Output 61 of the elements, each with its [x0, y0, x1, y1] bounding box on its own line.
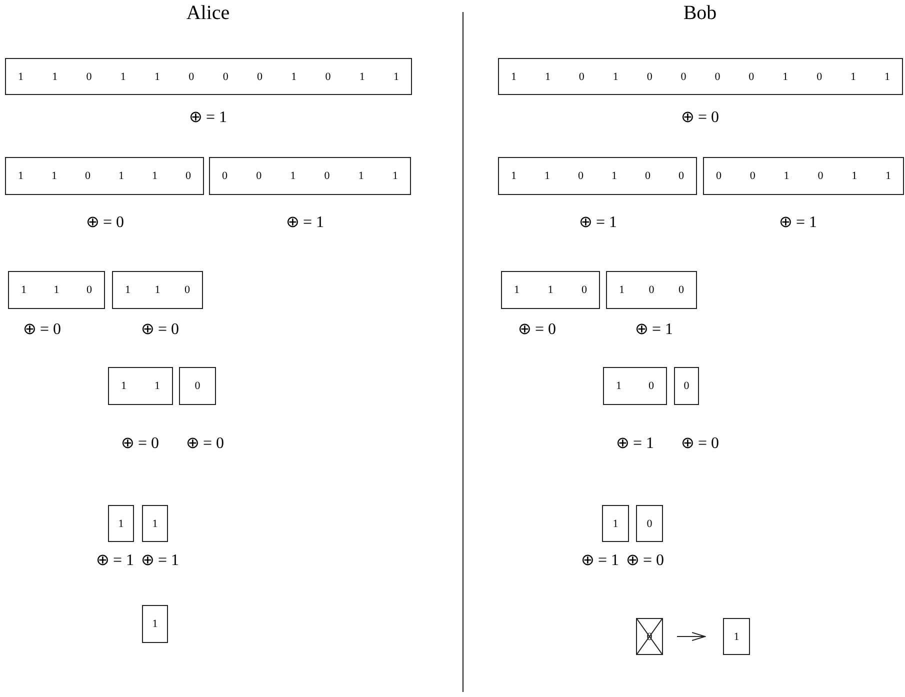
- bit-values: 0 0 1 0 1 1: [221, 170, 399, 182]
- bit-block-box: [603, 367, 667, 405]
- parity-label: ⊕ = 1: [778, 213, 818, 232]
- bit-block-box: [674, 367, 699, 405]
- bit-values: 1 1 0 1 0 0: [510, 170, 685, 182]
- bit-values: 1 1: [120, 380, 161, 392]
- bit-values: 1: [612, 518, 620, 530]
- parity-label: ⊕ = 0: [518, 320, 556, 339]
- bit-values: 1 0: [615, 380, 655, 392]
- parity-label: ⊕ = 1: [580, 551, 620, 570]
- bit-block-box: [501, 271, 600, 309]
- bit-values: 1: [151, 518, 159, 530]
- bit-values: 1 1 0: [124, 284, 191, 296]
- bit-block-box: [498, 157, 697, 195]
- parity-label: ⊕ = 1: [578, 213, 618, 232]
- party-heading: Alice: [186, 2, 230, 25]
- parity-label: ⊕ = 0: [680, 434, 720, 453]
- parity-label: ⊕ = 0: [626, 551, 664, 570]
- bit-block-box: [112, 271, 203, 309]
- parity-label: ⊕ = 0: [680, 108, 720, 127]
- bit-block-box: [703, 157, 904, 195]
- parity-label: ⊕ = 0: [140, 320, 180, 339]
- bit-block-box: [602, 505, 629, 542]
- bit-block-box: [498, 58, 903, 95]
- bit-values: 1: [732, 630, 740, 642]
- bit-values: 1 1 0 1 0 0 0 0 1 0 1 1: [510, 70, 891, 82]
- bit-block-box: [142, 605, 168, 643]
- bit-block-box: [5, 58, 412, 95]
- parity-label: ⊕ = 1: [286, 213, 324, 232]
- bit-block-box: [179, 367, 216, 405]
- bit-values: 0 0 1 0 1 1: [715, 170, 892, 182]
- bit-block-box: [142, 505, 168, 542]
- bit-values: 0: [194, 380, 202, 392]
- parity-label: ⊕ = 0: [22, 320, 62, 339]
- bit-values: 1 1 0 1 1 0 0 0 1 0 1 1: [17, 70, 400, 82]
- parity-label: ⊕ = 0: [86, 213, 124, 232]
- bit-values: 1 0 0: [618, 284, 685, 296]
- bit-block-box: [209, 157, 411, 195]
- bit-block-box: [108, 367, 173, 405]
- parity-label: ⊕ = 1: [140, 551, 180, 570]
- party-heading: Bob: [683, 2, 717, 25]
- bit-values: 1: [117, 518, 125, 530]
- bit-block-box: [8, 271, 105, 309]
- bit-values: 0: [682, 380, 690, 392]
- bit-values: 1 1 0 1 1 0: [17, 170, 192, 182]
- parity-label: ⊕ = 1: [616, 434, 654, 453]
- bit-block-box: [606, 271, 697, 309]
- bit-block-box: [636, 505, 663, 542]
- parity-label: ⊕ = 0: [120, 434, 160, 453]
- parity-label: ⊕ = 1: [188, 108, 228, 127]
- bit-block-box: [108, 505, 134, 542]
- bit-values: 1 1 0: [513, 284, 588, 296]
- arrow: [676, 632, 706, 641]
- parity-label: ⊕ = 1: [634, 320, 674, 339]
- parity-label: ⊕ = 0: [186, 434, 224, 453]
- bit-block-box: [5, 157, 204, 195]
- parity-label: ⊕ = 1: [96, 551, 134, 570]
- bit-block-box: [723, 618, 750, 655]
- bit-values: 1 1 0: [20, 284, 93, 296]
- bit-values: 0: [646, 518, 654, 530]
- bit-values: 1: [151, 618, 159, 630]
